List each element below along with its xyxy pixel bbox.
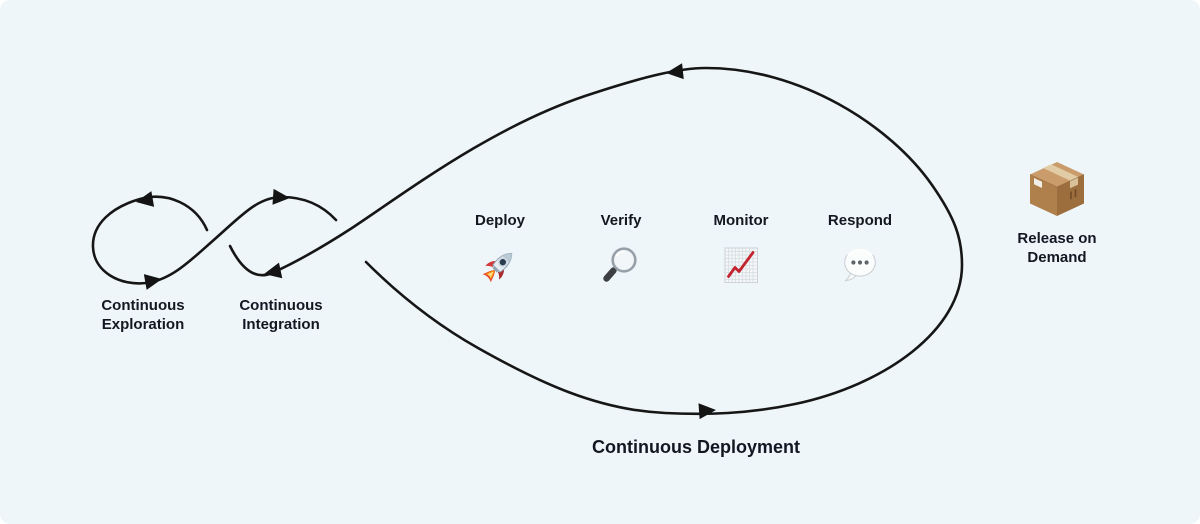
continuous-exploration-label: Continuous Exploration xyxy=(63,296,223,334)
integration-bottom-arrowhead-icon xyxy=(264,262,283,279)
speech-balloon-icon xyxy=(843,248,876,282)
deployment-loop-path xyxy=(228,66,964,416)
exploration-top-arrowhead-icon xyxy=(136,191,155,207)
release-on-demand-line2: Demand xyxy=(1027,249,1087,266)
exploration-integration-loop-path xyxy=(91,195,338,285)
continuous-integration-label: Continuous Integration xyxy=(201,296,361,334)
stage-monitor: Monitor xyxy=(681,212,801,285)
rocket-icon xyxy=(482,252,513,283)
stage-deploy: Deploy xyxy=(440,212,560,285)
continuous-integration-line2: Integration xyxy=(242,316,320,333)
magnifying-glass-icon xyxy=(603,247,637,282)
release-on-demand: Release on Demand xyxy=(987,156,1127,267)
package-icon xyxy=(1029,162,1085,216)
release-on-demand-label: Release on Demand xyxy=(1017,229,1096,267)
release-on-demand-line1: Release on xyxy=(1017,230,1097,247)
continuous-exploration-line1: Continuous xyxy=(101,297,185,314)
integration-top-arrowhead-icon xyxy=(272,188,290,205)
deployment-top-arrowhead-icon xyxy=(666,63,684,80)
deployment-bottom-arrowhead-icon xyxy=(698,403,716,420)
stage-monitor-label: Monitor xyxy=(713,212,769,229)
continuous-integration-line1: Continuous xyxy=(239,297,323,314)
continuous-deployment-label: Continuous Deployment xyxy=(592,437,800,457)
continuous-exploration-line2: Exploration xyxy=(101,316,185,333)
stage-deploy-label: Deploy xyxy=(474,212,525,229)
stage-respond: Respond xyxy=(800,212,920,285)
stage-verify-label: Verify xyxy=(600,212,642,229)
stage-verify: Verify xyxy=(561,212,681,285)
exploration-bottom-arrowhead-icon xyxy=(143,274,162,290)
stage-respond-label: Respond xyxy=(827,212,893,229)
chart-increasing-icon xyxy=(724,247,758,283)
